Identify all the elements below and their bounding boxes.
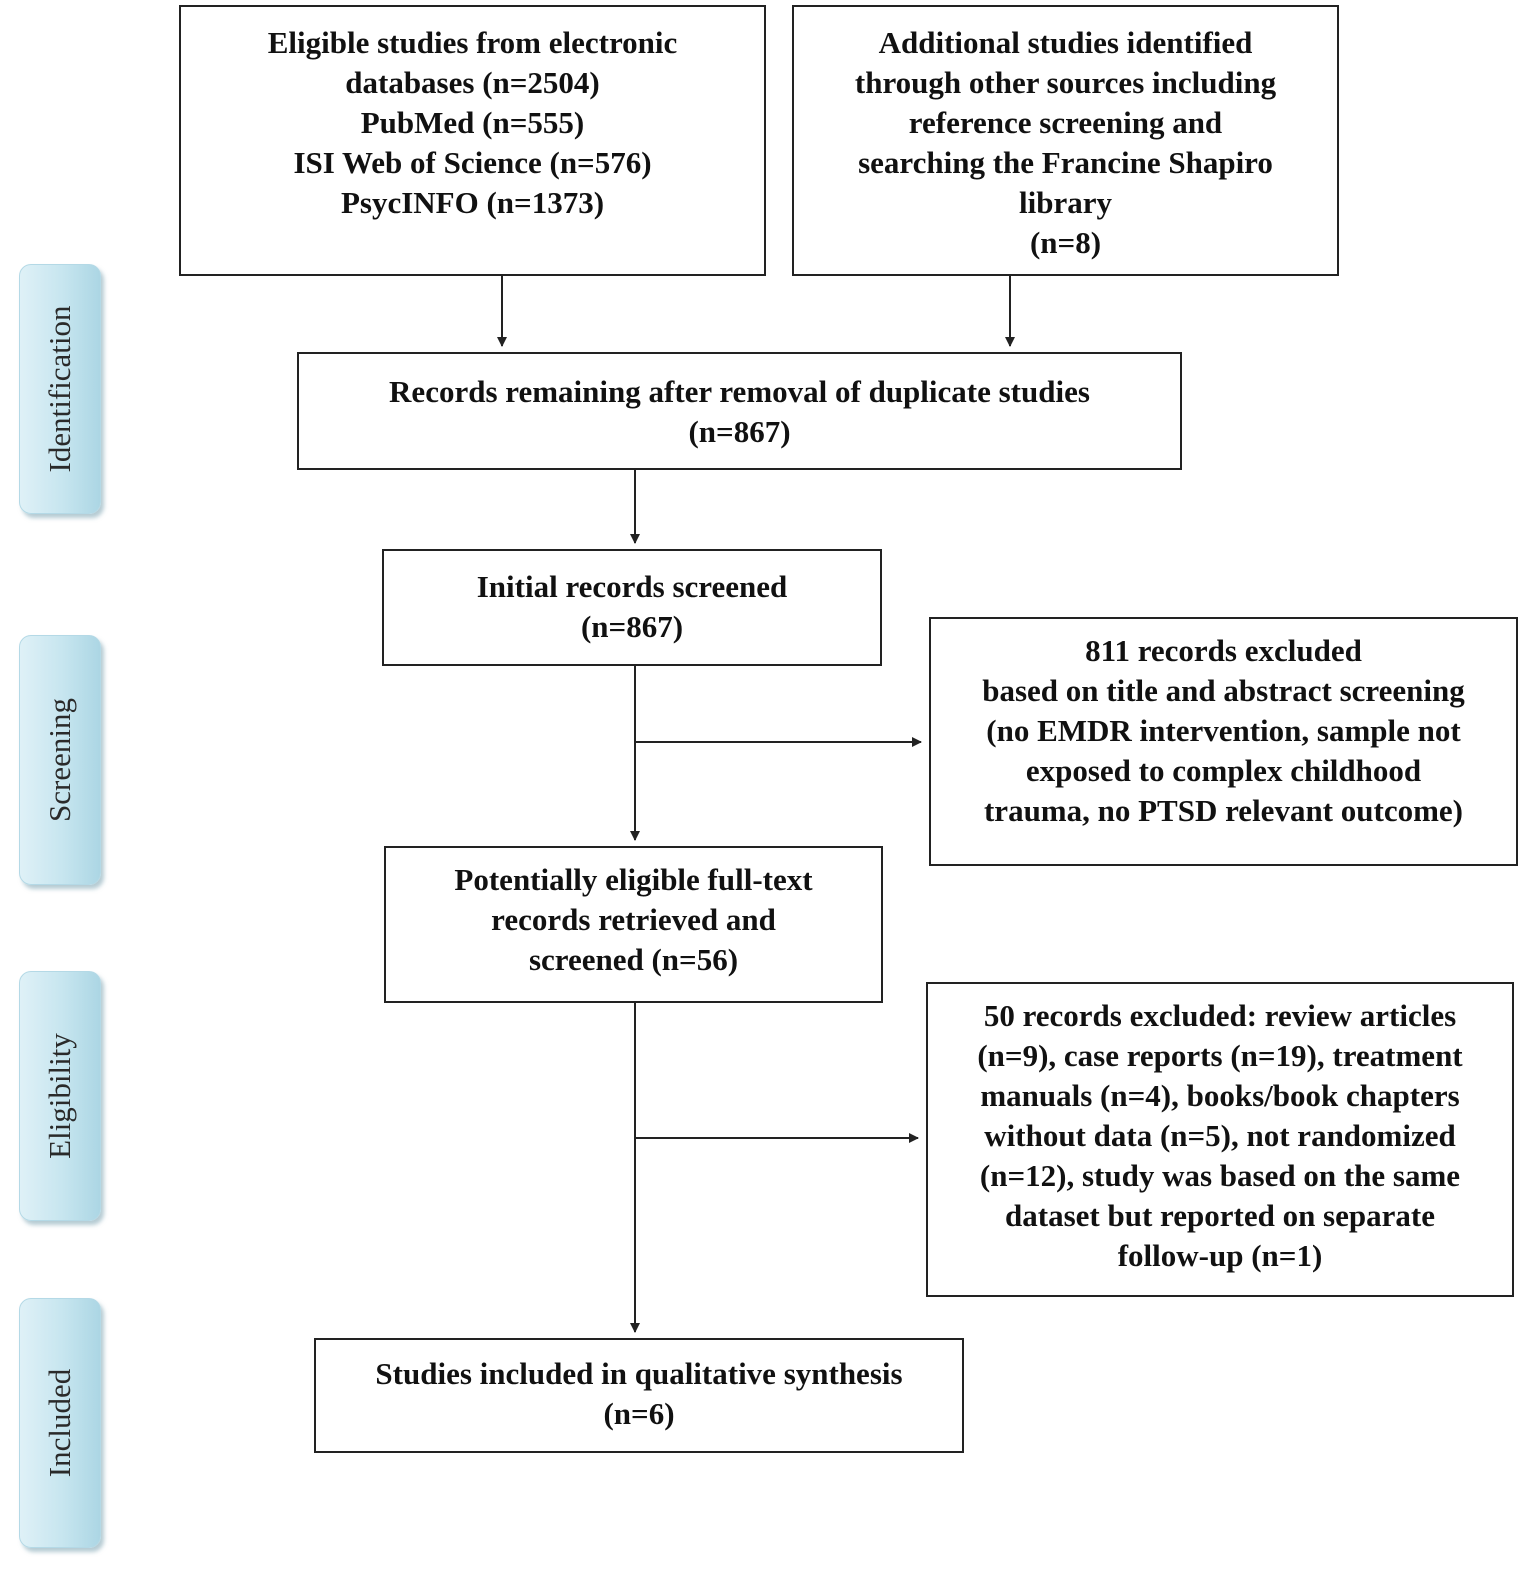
text-line: records retrieved and bbox=[491, 902, 776, 937]
text-line: databases (n=2504) bbox=[345, 65, 600, 100]
stage-included-label: Included bbox=[42, 1368, 77, 1478]
box-excluded-full-text: 50 records excluded: review articles (n=… bbox=[926, 982, 1514, 1297]
text-line: trauma, no PTSD relevant outcome) bbox=[983, 793, 1463, 828]
stage-eligibility: Eligibility bbox=[19, 971, 101, 1221]
text-line: screened (n=56) bbox=[528, 942, 739, 977]
text-line: (n=8) bbox=[1029, 225, 1102, 260]
text-line: Records remaining after removal of dupli… bbox=[389, 374, 1090, 409]
text-line: Eligible studies from electronic bbox=[267, 25, 678, 60]
text-line: reference screening and bbox=[908, 105, 1223, 140]
box-electronic-databases: Eligible studies from electronic databas… bbox=[179, 5, 766, 276]
box-excluded-title-abstract: 811 records excluded based on title and … bbox=[929, 617, 1518, 866]
text-line: based on title and abstract screening bbox=[982, 673, 1465, 708]
text-line: Additional studies identified bbox=[878, 25, 1253, 60]
box-after-duplicates: Records remaining after removal of dupli… bbox=[297, 352, 1182, 470]
text-line: 50 records excluded: review articles bbox=[983, 998, 1457, 1033]
box-included: Studies included in qualitative synthesi… bbox=[314, 1338, 964, 1453]
text-line: (no EMDR intervention, sample not bbox=[986, 713, 1461, 748]
text-line: Potentially eligible full-text bbox=[454, 862, 813, 897]
stage-identification-label: Identification bbox=[42, 305, 77, 473]
text-line: (n=6) bbox=[603, 1396, 675, 1431]
stage-screening: Screening bbox=[19, 635, 101, 885]
box-other-sources: Additional studies identified through ot… bbox=[792, 5, 1339, 276]
box-initial-screened: Initial records screened (n=867) bbox=[382, 549, 882, 666]
text-line: PsycINFO (n=1373) bbox=[340, 185, 605, 220]
text-line: (n=867) bbox=[580, 609, 684, 644]
text-line: (n=867) bbox=[688, 414, 791, 449]
text-line: manuals (n=4), books/book chapters bbox=[980, 1078, 1460, 1113]
text-line: exposed to complex childhood bbox=[1025, 753, 1422, 788]
text-line: through other sources including bbox=[854, 65, 1277, 100]
text-line: Initial records screened bbox=[476, 569, 788, 604]
text-line: searching the Francine Shapiro bbox=[858, 145, 1273, 180]
text-line: without data (n=5), not randomized bbox=[984, 1118, 1456, 1153]
text-line: PubMed (n=555) bbox=[360, 105, 585, 140]
stage-screening-label: Screening bbox=[42, 698, 77, 822]
text-line: ISI Web of Science (n=576) bbox=[293, 145, 652, 180]
stage-identification: Identification bbox=[19, 264, 101, 514]
text-line: library bbox=[1019, 185, 1112, 220]
text-line: Studies included in qualitative synthesi… bbox=[375, 1356, 903, 1391]
text-line: follow-up (n=1) bbox=[1117, 1238, 1323, 1273]
stage-included: Included bbox=[19, 1298, 101, 1548]
text-line: (n=9), case reports (n=19), treatment bbox=[977, 1038, 1463, 1073]
text-line: dataset but reported on separate bbox=[1005, 1198, 1435, 1233]
text-line: (n=12), study was based on the same bbox=[979, 1158, 1461, 1193]
box-full-text: Potentially eligible full-text records r… bbox=[384, 846, 883, 1003]
stage-eligibility-label: Eligibility bbox=[42, 1033, 77, 1159]
text-line: 811 records excluded bbox=[1085, 633, 1362, 668]
